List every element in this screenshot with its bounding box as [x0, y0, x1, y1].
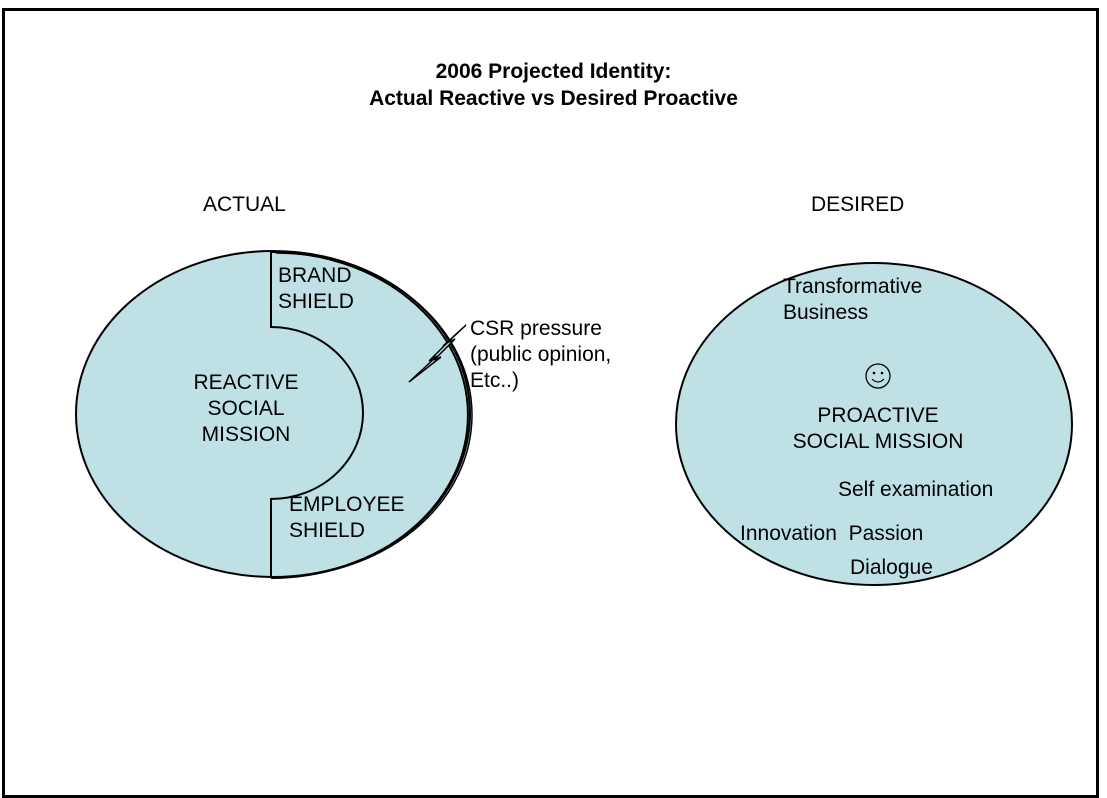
transformative-line-2: Business	[783, 301, 869, 324]
employee-shield-label: EMPLOYEE SHIELD	[289, 492, 405, 544]
proactive-core-label: PROACTIVE SOCIAL MISSION	[743, 403, 1013, 455]
reactive-core-label: REACTIVE SOCIAL MISSION	[186, 370, 306, 448]
self-examination-label: Self examination	[838, 478, 994, 501]
actual-shield-ring	[270, 251, 469, 579]
transformative-business-label: Transformative Business	[783, 274, 922, 326]
transformative-line-1: Transformative	[783, 275, 923, 298]
reactive-core-line-1: REACTIVE	[193, 371, 299, 394]
brand-shield-line-2: SHIELD	[278, 290, 354, 313]
actual-shield-ring-edge	[275, 252, 473, 578]
employee-shield-line-2: SHIELD	[289, 519, 365, 542]
dialogue-label: Dialogue	[850, 556, 933, 579]
desired-circle	[675, 262, 1073, 586]
diagram-canvas	[75, 250, 1073, 586]
csr-pressure-label: CSR pressure (public opinion, Etc..)	[470, 316, 611, 394]
smiley-face-icon	[865, 363, 891, 389]
innovation-passion-label: Innovation Passion	[740, 522, 924, 545]
employee-shield-line-1: EMPLOYEE	[289, 493, 405, 516]
actual-heading: ACTUAL	[203, 193, 286, 216]
proactive-core-line-2: SOCIAL MISSION	[792, 430, 964, 453]
actual-core-boundary	[270, 250, 364, 578]
csr-pressure-line-1: CSR pressure	[470, 317, 602, 340]
brand-shield-label: BRAND SHIELD	[278, 263, 354, 315]
brand-shield-line-1: BRAND	[278, 264, 352, 287]
csr-pressure-line-2: (public opinion,	[470, 343, 612, 366]
lightning-bolt-icon	[408, 324, 467, 383]
reactive-core-line-2: SOCIAL	[207, 397, 285, 420]
csr-pressure-line-3: Etc..)	[470, 369, 520, 392]
diagram-title: 2006 Projected Identity: Actual Reactive…	[0, 58, 1107, 112]
title-line-2: Actual Reactive vs Desired Proactive	[369, 87, 738, 110]
proactive-core-line-1: PROACTIVE	[817, 404, 939, 427]
title-line-1: 2006 Projected Identity:	[435, 60, 672, 83]
reactive-core-line-3: MISSION	[201, 423, 291, 446]
desired-heading: DESIRED	[811, 193, 905, 216]
